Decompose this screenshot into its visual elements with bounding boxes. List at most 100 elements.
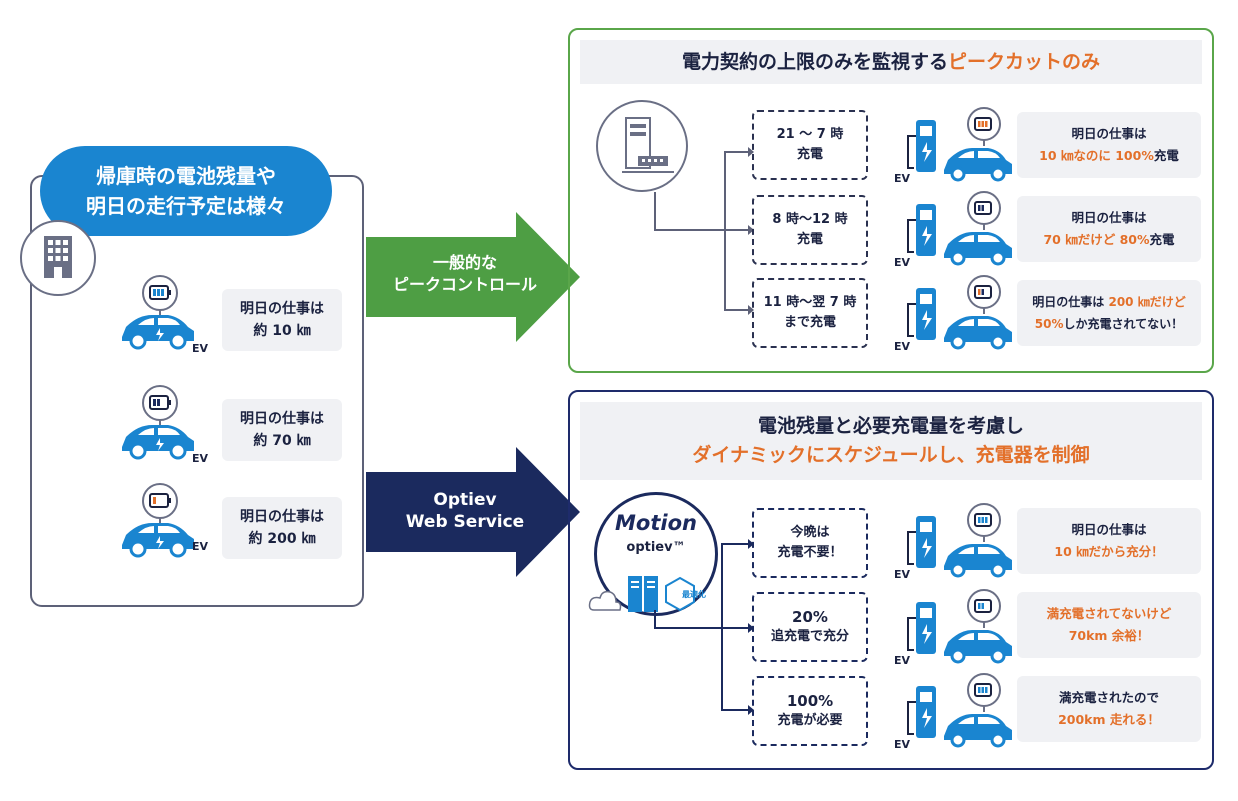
general-arrow-line2: ピークコントロール xyxy=(392,275,537,294)
optiev-schedule-1-line2: 充電不要！ xyxy=(777,545,843,560)
ev-label-1: EV xyxy=(192,342,209,355)
peak-schedule-3-line1: 11 時～翌 7 時 xyxy=(763,295,857,310)
ev-label-3: EV xyxy=(192,540,209,553)
charger-car-icon: EV xyxy=(886,672,1016,752)
left-bubble-1-line2: 約 10 ㎞ xyxy=(253,323,311,339)
optiev-arrow xyxy=(366,447,584,577)
building-icon xyxy=(20,220,96,296)
peak-message-2-line2: 70 ㎞だけど 80%充電 xyxy=(1043,229,1174,251)
svg-text:EV: EV xyxy=(894,256,911,269)
peak-schedule-2-line2: 充電 xyxy=(796,232,823,247)
left-bubble-1: 明日の仕事は 約 10 ㎞ xyxy=(222,289,342,351)
peak-message-3-line2: 50%しか充電されてない！ xyxy=(1035,313,1183,335)
left-bubble-3-line1: 明日の仕事は xyxy=(240,509,324,525)
peak-message-3-highlight2: 50% xyxy=(1034,317,1064,331)
optiev-arrow-line2: Web Service xyxy=(405,512,525,532)
peak-message-2: 明日の仕事は 70 ㎞だけど 80%充電 xyxy=(1017,196,1201,262)
optiev-arrow-label: Optiev Web Service xyxy=(380,489,550,533)
peak-message-1-line1: 明日の仕事は xyxy=(1071,126,1147,141)
optiev-message-3-line1: 満充電されたので xyxy=(1058,690,1159,705)
peak-schedule-2: 8 時～12 時 充電 xyxy=(752,195,868,265)
peak-message-3-line1: 明日の仕事は 200 ㎞だけど xyxy=(1032,291,1185,313)
left-bubble-2-line1: 明日の仕事は xyxy=(240,411,324,427)
peak-cut-title-bar xyxy=(580,40,1202,84)
optiev-arrow-line1: Optiev xyxy=(433,490,497,510)
optiev-message-2-line1: 満充電されてないけど xyxy=(1046,606,1172,621)
peak-message-3-head: 明日の仕事は xyxy=(1032,295,1109,309)
optiev-schedule-2: 20% 追充電で充分 xyxy=(752,592,868,662)
left-header-line1: 帰庫時の電池残量や xyxy=(96,164,276,188)
peak-message-2-tail: 充電 xyxy=(1149,232,1175,247)
optiev-message-1: 明日の仕事は 10 ㎞だから充分！ xyxy=(1017,508,1201,574)
svg-text:EV: EV xyxy=(894,654,911,667)
motion-logo-text: Motion xyxy=(615,511,697,535)
svg-text:EV: EV xyxy=(894,738,911,751)
ev-car-icon-3 xyxy=(118,483,213,563)
charger-car-icon: EV xyxy=(886,106,1016,186)
charger-car-icon: EV xyxy=(886,274,1016,354)
peak-cut-panel xyxy=(568,28,1214,373)
optiev-schedule-1-line1: 今晩は xyxy=(790,525,830,540)
peak-schedule-3-line2: まで充電 xyxy=(783,315,836,330)
optiev-message-1-line2: 10 ㎞だから充分！ xyxy=(1054,544,1164,559)
optiev-message-3: 満充電されたので 200km 走れる！ xyxy=(1017,676,1201,742)
peak-message-1: 明日の仕事は 10 ㎞なのに 100%充電 xyxy=(1017,112,1201,178)
optiev-panel xyxy=(568,390,1214,770)
svg-text:EV: EV xyxy=(894,172,911,185)
charger-car-icon: EV xyxy=(886,190,1016,270)
optiev-message-1-line1: 明日の仕事は xyxy=(1071,522,1147,537)
optiev-schedule-2-line2: 追充電で充分 xyxy=(770,629,849,644)
peak-message-2-line1: 明日の仕事は xyxy=(1071,210,1147,225)
peak-schedule-1: 21 ～ 7 時 充電 xyxy=(752,110,868,180)
charger-car-icon: EV xyxy=(886,502,1016,582)
peak-message-3-tail: しか充電されてない！ xyxy=(1063,317,1184,331)
optiev-schedule-2-line1: 20% xyxy=(792,608,828,626)
peak-message-1-tail: 充電 xyxy=(1153,148,1179,163)
left-bubble-1-line1: 明日の仕事は xyxy=(240,301,324,317)
optiev-message-3-line2: 200km 走れる！ xyxy=(1058,712,1160,727)
left-bubble-3: 明日の仕事は 約 200 ㎞ xyxy=(222,497,342,559)
charger-car-icon: EV xyxy=(886,588,1016,668)
peak-message-1-line2: 10 ㎞なのに 100%充電 xyxy=(1039,145,1179,167)
ev-car-icon-2 xyxy=(118,385,213,465)
optiev-logo-text: optiev™ xyxy=(626,540,686,555)
optiev-schedule-3-line2: 充電が必要 xyxy=(777,713,843,728)
peak-schedule-1-line2: 充電 xyxy=(796,147,823,162)
peak-message-3: 明日の仕事は 200 ㎞だけど 50%しか充電されてない！ xyxy=(1017,280,1201,346)
left-header-line2: 明日の走行予定は様々 xyxy=(86,194,286,218)
optiev-title-line1: 電池残量と必要充電量を考慮し xyxy=(757,415,1024,437)
ev-car-icon-1 xyxy=(118,275,213,355)
peak-schedule-2-line1: 8 時～12 時 xyxy=(772,212,848,227)
peak-message-2-highlight: 70 ㎞だけど 80% xyxy=(1043,232,1150,247)
peak-cut-title-plain: 電力契約の上限のみを監視する xyxy=(681,51,948,73)
optiev-schedule-3: 100% 充電が必要 xyxy=(752,676,868,746)
ev-label-2: EV xyxy=(192,452,209,465)
general-arrow-label: 一般的な ピークコントロール xyxy=(380,252,550,296)
optiev-connectors xyxy=(654,539,754,715)
peak-message-1-highlight: 10 ㎞なのに 100% xyxy=(1039,148,1154,163)
svg-text:EV: EV xyxy=(894,568,911,581)
optiev-schedule-1: 今晩は 充電不要！ xyxy=(752,508,868,578)
peak-message-3-highlight1: 200 ㎞だけど xyxy=(1108,295,1186,309)
optiev-schedule-3-line1: 100% xyxy=(786,692,834,710)
left-bubble-2: 明日の仕事は 約 70 ㎞ xyxy=(222,399,342,461)
left-bubble-3-line2: 約 200 ㎞ xyxy=(248,531,316,547)
left-header: 帰庫時の電池残量や 明日の走行予定は様々 xyxy=(40,146,332,236)
optiev-title-line2: ダイナミックにスケジュールし、充電器を制御 xyxy=(692,444,1090,466)
left-bubble-2-line2: 約 70 ㎞ xyxy=(253,433,311,449)
optiev-message-2: 満充電されてないけど 70km 余裕！ xyxy=(1017,592,1201,658)
general-peak-arrow xyxy=(366,212,584,342)
peak-cut-title: 電力契約の上限のみを監視するピークカットのみ xyxy=(580,49,1202,75)
server-icon xyxy=(596,100,688,192)
general-arrow-line1: 一般的な xyxy=(432,253,497,272)
peak-cut-title-highlight: ピークカットのみ xyxy=(948,51,1101,73)
svg-text:EV: EV xyxy=(894,340,911,353)
optimization-badge: 最適化 xyxy=(682,590,706,599)
optiev-title: 電池残量と必要充電量を考慮し ダイナミックにスケジュールし、充電器を制御 xyxy=(580,412,1202,470)
optiev-title-bar xyxy=(580,402,1202,480)
peak-schedule-1-line1: 21 ～ 7 時 xyxy=(776,127,844,142)
cloud-server-icon xyxy=(588,572,712,616)
peak-schedule-3: 11 時～翌 7 時 まで充電 xyxy=(752,278,868,348)
optiev-message-2-line2: 70km 余裕！ xyxy=(1068,628,1150,643)
peak-cut-connectors xyxy=(654,147,754,315)
